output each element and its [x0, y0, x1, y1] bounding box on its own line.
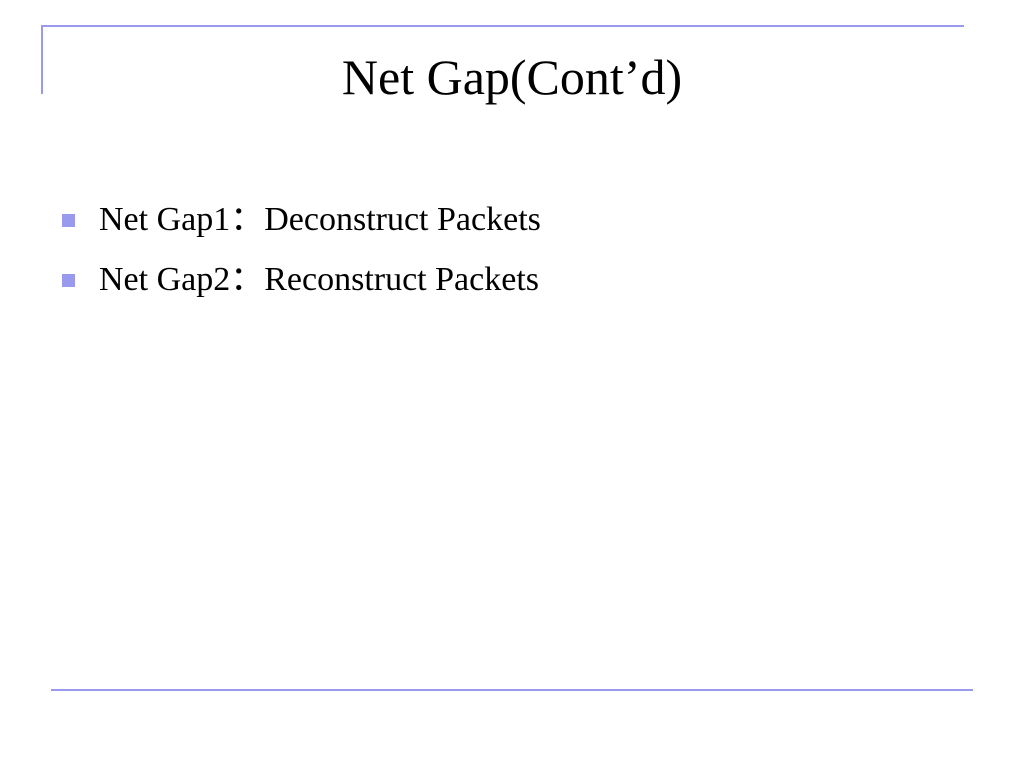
bullet-text: Net Gap2：Reconstruct Packets — [99, 261, 539, 298]
slide-title: Net Gap(Cont’d) — [341, 49, 683, 105]
bullet-item: Net Gap1：Deconstruct Packets — [62, 190, 541, 250]
top-rule — [41, 25, 964, 27]
square-bullet-icon — [62, 213, 75, 227]
bullet-list: Net Gap1：Deconstruct Packets Net Gap2：Re… — [62, 190, 541, 310]
bullet-text: Net Gap1：Deconstruct Packets — [99, 201, 541, 238]
square-bullet-icon — [62, 273, 75, 287]
bottom-rule — [51, 689, 973, 691]
bullet-item: Net Gap2：Reconstruct Packets — [62, 250, 541, 310]
left-rule — [41, 25, 43, 94]
